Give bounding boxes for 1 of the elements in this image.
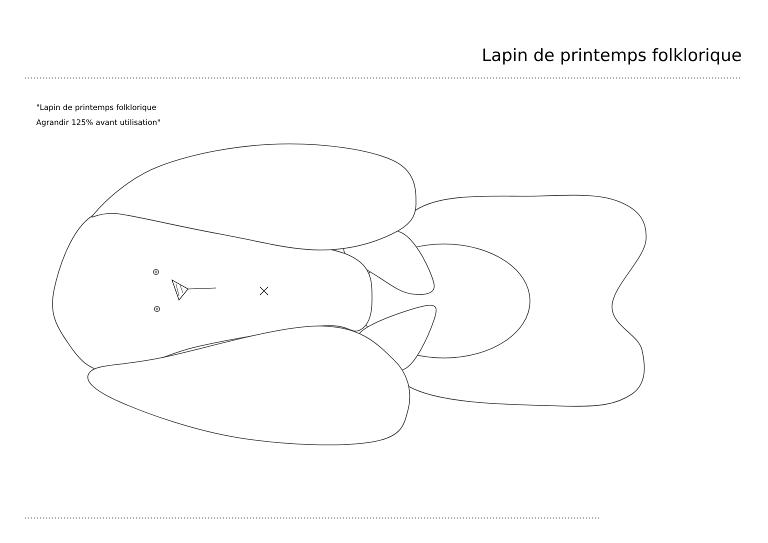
title: Lapin de printemps folklorique <box>483 48 741 65</box>
